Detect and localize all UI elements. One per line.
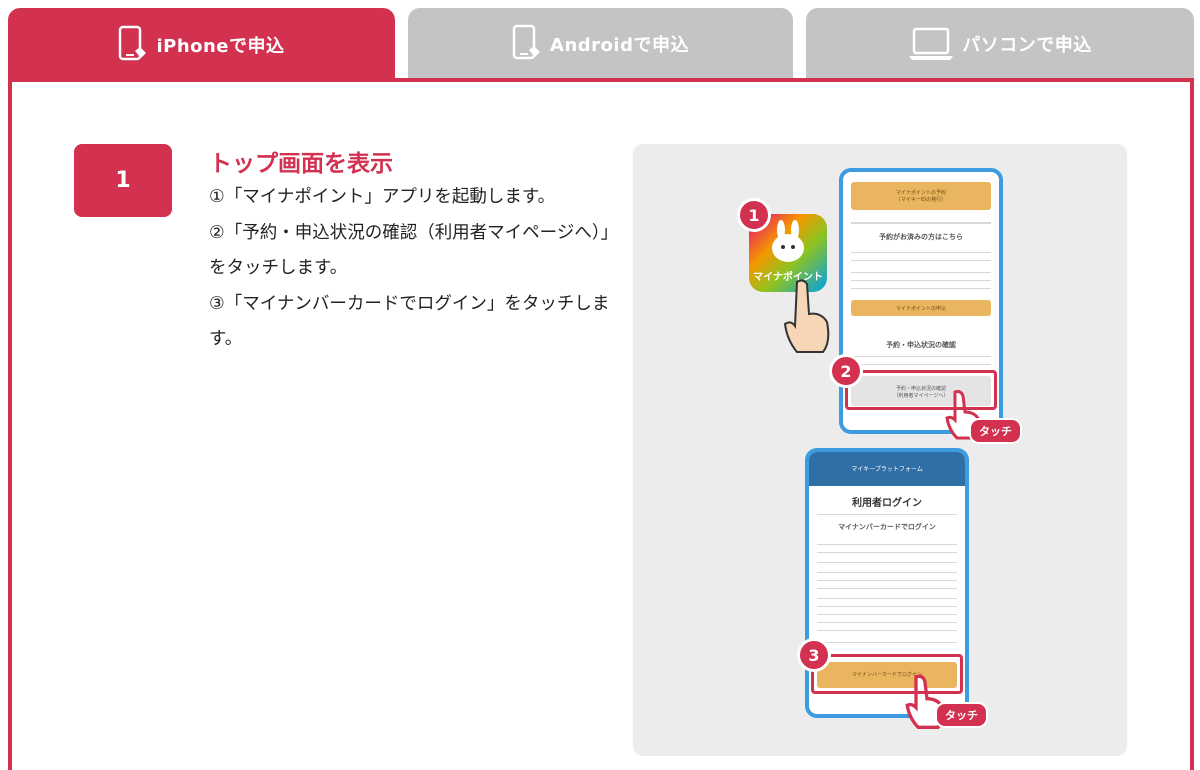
status-check-button: 予約・申込状況の確認 （利用者マイページへ） bbox=[851, 376, 991, 406]
marker-2: 2 bbox=[829, 354, 863, 388]
apply-button: マイナポイントの申込 bbox=[851, 300, 991, 316]
app-icon-label: マイナポイント bbox=[753, 272, 823, 283]
tab-android[interactable]: Androidで申込 bbox=[408, 8, 793, 80]
tab-pc[interactable]: パソコンで申込 bbox=[806, 8, 1194, 80]
marker-1: 1 bbox=[737, 198, 771, 232]
login-header: マイキープラットフォーム bbox=[809, 452, 965, 486]
mynapoint-app-icon: マイナポイント bbox=[749, 214, 827, 292]
instruction-line: ①「マイナポイント」アプリを起動します。 bbox=[209, 187, 556, 207]
reservation-button: マイナポイントの予約 （マイキーIDの発行） bbox=[851, 182, 991, 210]
highlight-login-button bbox=[811, 654, 963, 694]
instruction-line: ②「予約・申込状況の確認（利用者マイページへ）」をタッチします。 bbox=[209, 222, 619, 279]
touch-label: タッチ bbox=[935, 702, 988, 728]
instruction-line: ③「マイナンバーカードでログイン」をタッチします。 bbox=[209, 293, 610, 350]
step-title: トップ画面を表示 bbox=[209, 151, 393, 177]
touch-label: タッチ bbox=[969, 418, 1022, 444]
marker-3: 3 bbox=[797, 638, 831, 672]
login-title: 利用者ログイン bbox=[852, 498, 922, 509]
phone-screen-login: マイキープラットフォーム 利用者ログイン マイナンバーカードでログイン マイナン… bbox=[805, 448, 969, 718]
tab-label: iPhoneで申込 bbox=[156, 36, 285, 57]
section-heading: 予約・申込状況の確認 bbox=[886, 341, 956, 349]
section-heading: 予約がお済みの方はこちら bbox=[879, 233, 963, 241]
tab-label: Androidで申込 bbox=[550, 35, 689, 56]
mynumber-login-button: マイナンバーカードでログイン bbox=[817, 662, 957, 688]
highlight-status-button bbox=[845, 370, 997, 410]
tab-label: パソコンで申込 bbox=[962, 35, 1092, 56]
tab-iphone[interactable]: iPhoneで申込 bbox=[8, 8, 395, 82]
instruction-illustration: マイナポイントの予約 （マイキーIDの発行） 予約がお済みの方はこちら マイナポ… bbox=[633, 144, 1127, 756]
step-instructions: ①「マイナポイント」アプリを起動します。 ②「予約・申込状況の確認（利用者マイペ… bbox=[209, 180, 619, 358]
smartphone-icon bbox=[512, 24, 542, 64]
phone-screen-top: マイナポイントの予約 （マイキーIDの発行） 予約がお済みの方はこちら マイナポ… bbox=[839, 168, 1003, 434]
pointing-hand-icon bbox=[783, 279, 830, 353]
step-number-badge: 1 bbox=[74, 144, 172, 217]
login-subtitle: マイナンバーカードでログイン bbox=[838, 523, 936, 531]
smartphone-icon bbox=[118, 25, 148, 65]
laptop-icon bbox=[908, 26, 954, 62]
tab-bar: iPhoneで申込 Androidで申込 パソコンで申込 bbox=[8, 8, 1194, 82]
